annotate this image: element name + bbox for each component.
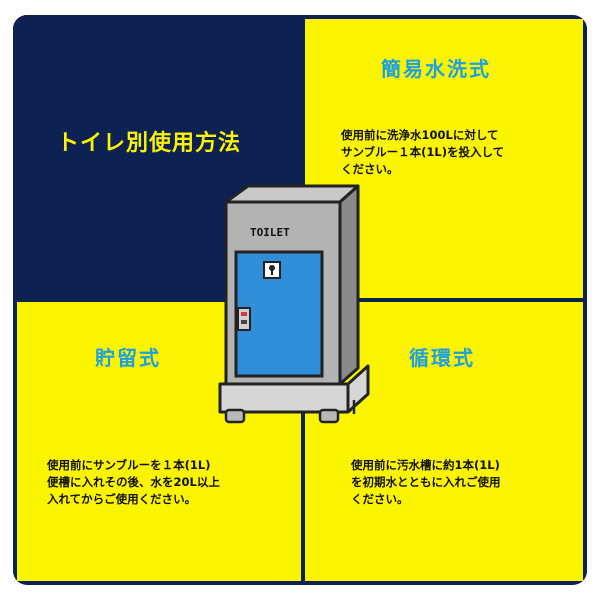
simple-flush-text: 使用前に洗浄水100Lに対して サンブルー１本(1L)を投入して ください。 [341,128,505,176]
toilet-sign: TOILET [250,226,290,239]
simple-flush-heading: 簡易水洗式 [381,57,491,81]
circulation-text: 使用前に汚水槽に約1本(1L) を初期水とともに入れご使用 ください。 [351,458,501,506]
circulation-heading: 循環式 [409,346,475,370]
storage-panel: 貯留式 使用前にサンブルーを１本(1L) 便槽に入れその後、水を20L以上 入れ… [17,302,301,581]
portable-toilet-illustration: TOILET [218,184,370,424]
info-board: トイレ別使用方法 簡易水洗式 使用前に洗浄水100Lに対して サンブルー１本(1… [13,15,587,585]
storage-heading: 貯留式 [95,346,161,370]
storage-text: 使用前にサンブルーを１本(1L) 便槽に入れその後、水を20L以上 入れてからご… [47,458,220,506]
page-title: トイレ別使用方法 [57,131,242,156]
lock-icon [237,307,251,331]
